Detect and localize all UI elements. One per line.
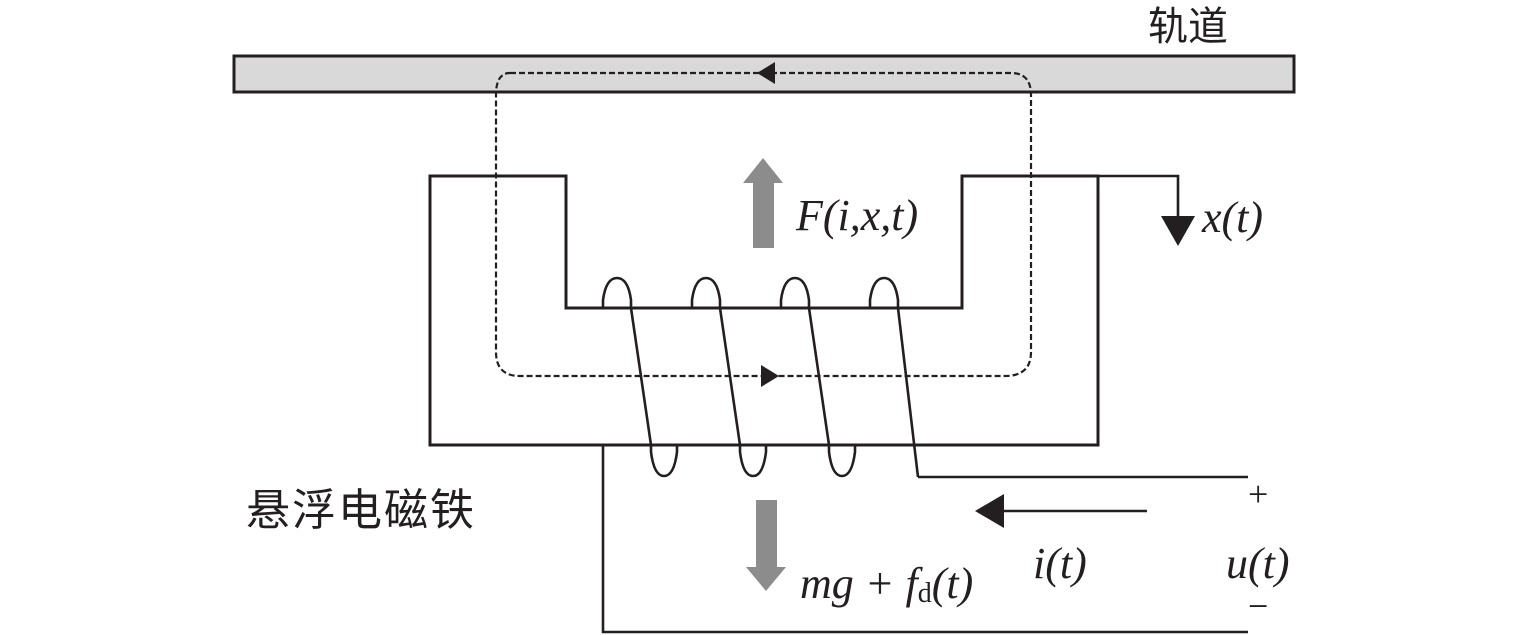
force-up-arrow-icon <box>743 158 783 248</box>
flux-arrow-bottom-icon <box>761 365 779 387</box>
load-label-sub: d <box>918 578 932 609</box>
coil <box>601 276 920 478</box>
gap-label: x(t) <box>1201 193 1263 242</box>
gap-arrow-down-icon <box>1161 216 1195 246</box>
electromagnet-core <box>428 174 1100 447</box>
force-up-label: F(i,x,t) <box>795 191 918 240</box>
load-label: mg + fd(t) <box>800 559 973 609</box>
lead-wire-negative <box>601 445 1248 634</box>
magnet-label: 悬浮电磁铁 <box>246 485 476 536</box>
rail-label: 轨道 <box>1148 4 1228 50</box>
voltage-minus: − <box>1248 586 1268 626</box>
voltage-label: u(t) <box>1226 539 1290 588</box>
load-label-tail: (t) <box>932 559 974 608</box>
rail <box>232 54 1296 94</box>
gap-indicator-line <box>1098 174 1180 222</box>
current-label: i(t) <box>1033 539 1087 588</box>
current-arrow-icon <box>975 494 1004 528</box>
load-down-arrow-icon <box>746 500 786 591</box>
flux-arrow-top-icon <box>757 62 775 84</box>
voltage-plus: + <box>1248 474 1268 514</box>
flux-path <box>494 71 1033 378</box>
load-label-main: mg + <box>800 559 905 608</box>
